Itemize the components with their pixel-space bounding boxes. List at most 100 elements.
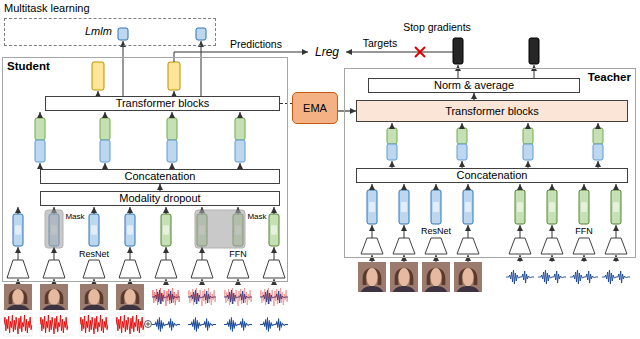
fused-token-top: [523, 128, 533, 144]
fused-token-bottom: [167, 140, 177, 162]
token-band: [581, 202, 587, 212]
encoder-label: FFN: [229, 249, 247, 259]
encoder-trapezoid: [191, 260, 213, 278]
noise-wave: [80, 315, 108, 334]
flow-arrow: [616, 225, 617, 238]
add-symbol: [145, 321, 152, 328]
fused-token-bottom: [35, 140, 45, 162]
video-token: [13, 214, 23, 246]
flow-arrow: [436, 255, 437, 262]
flow-arrow: [18, 247, 19, 260]
token-band: [15, 225, 21, 235]
mask-box: [195, 210, 245, 248]
box-label: Transformer blocks: [116, 97, 210, 110]
token-band: [517, 202, 523, 212]
transformer-box: Transformer blocks: [356, 100, 628, 122]
connector: [338, 110, 356, 111]
noisy-audio: [152, 288, 180, 306]
video-token: [125, 214, 135, 246]
stop-cross: [415, 47, 425, 57]
flow-arrow: [458, 65, 459, 78]
token-band: [271, 225, 277, 235]
noise-wave: [40, 315, 68, 334]
fused-token-top: [387, 128, 397, 144]
student-panel: StudentTransformer blocksConcatenationMo…: [2, 57, 288, 282]
fused-token-top: [167, 118, 177, 140]
output-label: Predictions: [230, 38, 282, 50]
noisy-audio: [224, 288, 252, 306]
flow-arrow: [130, 247, 131, 260]
flow-arrow: [534, 65, 535, 78]
fused-token-bottom: [235, 140, 245, 162]
face-frame: [80, 284, 108, 310]
box-label: Norm & average: [434, 79, 514, 92]
encoder-trapezoid: [509, 238, 531, 254]
flow-arrow: [105, 112, 106, 118]
fused-token-bottom: [457, 144, 467, 160]
token-band: [369, 202, 375, 212]
encoder-trapezoid: [605, 238, 627, 254]
flow-arrow: [616, 184, 617, 190]
panel-heading: Student: [7, 60, 50, 73]
flow-arrow: [552, 255, 553, 262]
noise-frame: [40, 313, 68, 336]
flow-arrow: [528, 161, 529, 168]
audio-token: [547, 190, 557, 224]
panel-heading: Teacher: [588, 71, 631, 84]
flow-arrow: [584, 184, 585, 190]
encoder-trapezoid: [155, 260, 177, 278]
encoder-trapezoid: [119, 260, 141, 278]
encoder-trapezoid: [263, 260, 285, 278]
clean-audio: [188, 317, 216, 332]
fused-token-bottom: [387, 144, 397, 160]
mask-label: Mask: [65, 212, 84, 221]
target-token: [529, 38, 539, 64]
encoder-trapezoid: [541, 238, 563, 254]
mlm-token: [196, 28, 206, 40]
clean-audio: [224, 317, 252, 332]
output-label: Targets: [363, 37, 397, 49]
loss-node: Lreg: [310, 44, 345, 60]
target-token: [453, 38, 463, 64]
box-label: Concatenation: [125, 170, 196, 183]
ema-box: EMA: [292, 92, 338, 124]
noise-wave: [4, 315, 32, 334]
flow-arrow: [372, 255, 373, 262]
flow-arrow: [552, 225, 553, 238]
box-label: EMA: [303, 102, 327, 115]
fused-token-bottom: [523, 144, 533, 160]
token-band: [163, 225, 169, 235]
norm-box: Norm & average: [368, 78, 580, 93]
multitask-box: Multitask learningLmlm: [4, 18, 216, 46]
prediction-token: [92, 62, 104, 90]
flow-arrow: [616, 255, 617, 262]
encoder-trapezoid: [83, 260, 105, 278]
noise-frame: [4, 313, 32, 336]
box-label: Concatenation: [457, 169, 528, 182]
flow-arrow: [240, 112, 241, 118]
mask-label: Mask: [247, 212, 266, 221]
encoder-label: ResNet: [79, 249, 109, 259]
audio-token: [161, 214, 171, 246]
flow-arrow: [40, 112, 41, 118]
flow-arrow: [54, 247, 55, 260]
token-band: [465, 202, 471, 212]
clean-audio: [260, 317, 288, 332]
flow-arrow: [166, 247, 167, 260]
fused-token-top: [593, 128, 603, 144]
clean-audio: [602, 270, 630, 284]
token-band: [613, 202, 619, 212]
flow-arrow: [520, 184, 521, 190]
group-heading: Multitask learning: [4, 2, 90, 15]
token-band: [549, 202, 555, 212]
flow-arrow: [468, 225, 469, 238]
noise-frame: [80, 313, 108, 336]
flow-arrow: [462, 161, 463, 168]
box-label: Transformer blocks: [445, 105, 539, 118]
flow-arrow: [528, 123, 529, 128]
audio-token: [611, 190, 621, 224]
video-token: [367, 190, 377, 224]
video-token: [89, 214, 99, 246]
fused-token-top: [100, 118, 110, 140]
face-frame: [116, 284, 144, 310]
